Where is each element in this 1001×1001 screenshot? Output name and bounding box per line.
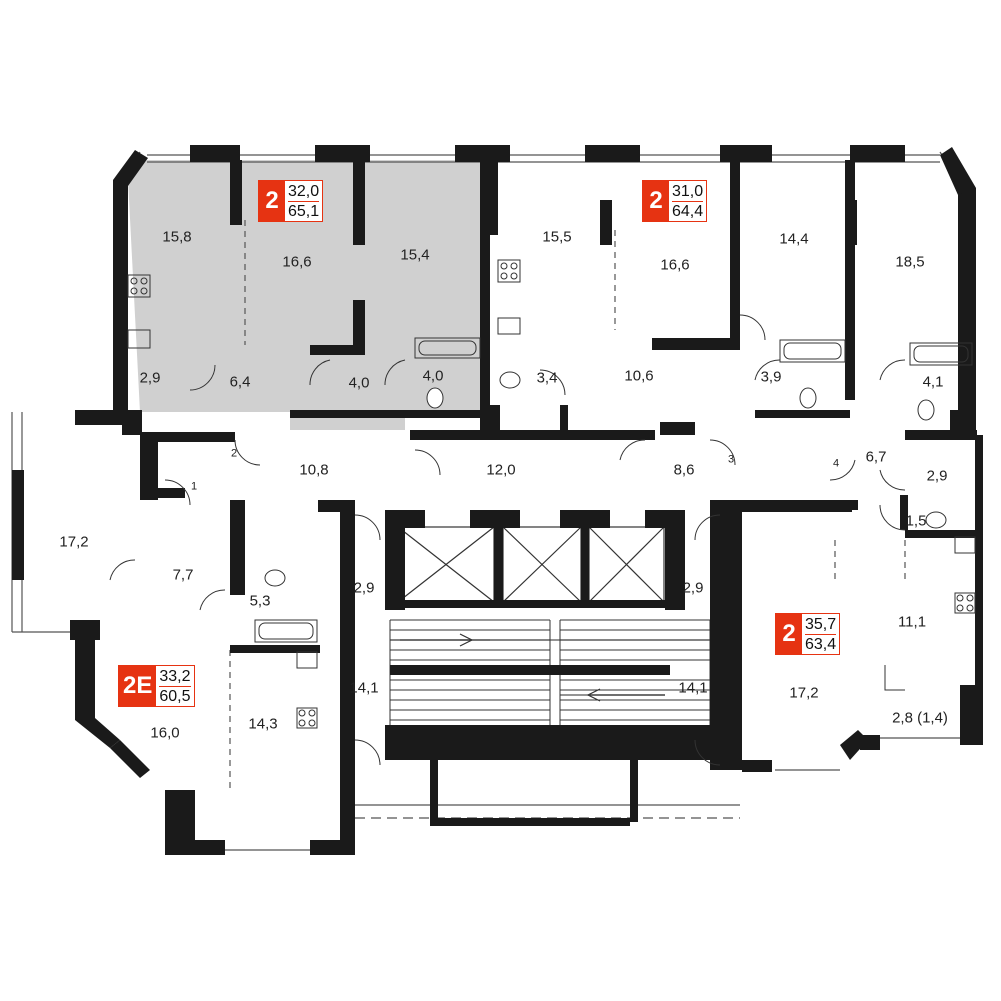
room-area-label: 14,1 [349, 679, 379, 697]
room-area-label: 3,9 [760, 368, 782, 386]
room-area-label: 2,8 (1,4) [892, 709, 948, 727]
room-area-label: 2,9 [682, 579, 704, 597]
toilet-icon [264, 371, 947, 587]
room-area-label: 12,0 [486, 461, 516, 479]
stove-icon [127, 259, 976, 729]
door-swings [109, 314, 906, 766]
room-area-label: 16,0 [150, 724, 180, 742]
apartment-badge[interactable]: 2E 33,2 60,5 [118, 665, 195, 707]
room-area-label: 5,3 [249, 592, 271, 610]
room-count: 2 [776, 614, 802, 654]
room-area-label: 17,2 [59, 533, 89, 551]
room-count: 2E [119, 666, 157, 706]
door-number: 3 [727, 453, 735, 466]
room-area-label: 17,2 [789, 684, 819, 702]
apartment-badge[interactable]: 2 32,0 65,1 [258, 180, 324, 222]
room-area-label: 11,1 [897, 613, 927, 631]
room-area-label: 14,1 [678, 679, 708, 697]
room-area-label: 10,6 [624, 367, 654, 385]
room-count: 2 [259, 181, 285, 221]
room-area-label: 6,7 [865, 448, 887, 466]
door-number: 4 [832, 457, 840, 470]
room-area-label: 1,5 [905, 512, 927, 530]
room-area-label: 2,9 [139, 369, 161, 387]
room-area-label: 15,8 [162, 228, 192, 246]
room-area-label: 15,4 [400, 246, 430, 264]
elevator-icon [397, 526, 665, 603]
room-area-label: 10,8 [299, 461, 329, 479]
apartment-badge[interactable]: 2 31,0 64,4 [642, 180, 708, 222]
room-area-label: 14,3 [248, 715, 278, 733]
living-area: 32,0 [288, 182, 320, 202]
living-area: 33,2 [159, 667, 191, 687]
room-area-label: 2,9 [353, 579, 375, 597]
highlighted-apartment-fill [128, 160, 490, 430]
room-count: 2 [643, 181, 669, 221]
sink-icon [127, 317, 976, 669]
room-area-label: 4,1 [922, 373, 944, 391]
room-area-label: 2,9 [926, 467, 948, 485]
door-number: 2 [230, 447, 238, 460]
room-area-label: 6,4 [229, 373, 251, 391]
total-area: 65,1 [288, 202, 320, 220]
living-area: 35,7 [805, 615, 837, 635]
door-number: 1 [190, 480, 198, 493]
room-area-label: 18,5 [895, 253, 925, 271]
total-area: 63,4 [805, 635, 837, 653]
bathtub-icon [254, 337, 973, 643]
room-area-label: 7,7 [172, 566, 194, 584]
room-area-label: 15,5 [542, 228, 572, 246]
stair-arrow-icon [400, 633, 665, 702]
room-area-label: 4,0 [422, 367, 444, 385]
total-area: 64,4 [672, 202, 704, 220]
walls [12, 145, 983, 855]
total-area: 60,5 [159, 687, 191, 705]
room-area-label: 8,6 [673, 461, 695, 479]
room-area-label: 16,6 [660, 256, 690, 274]
room-area-label: 14,4 [779, 230, 809, 248]
apartment-badge[interactable]: 2 35,7 63,4 [775, 613, 841, 655]
room-area-label: 4,0 [348, 374, 370, 392]
room-area-label: 3,4 [536, 369, 558, 387]
stair-treads [390, 619, 710, 725]
room-area-label: 16,6 [282, 253, 312, 271]
living-area: 31,0 [672, 182, 704, 202]
